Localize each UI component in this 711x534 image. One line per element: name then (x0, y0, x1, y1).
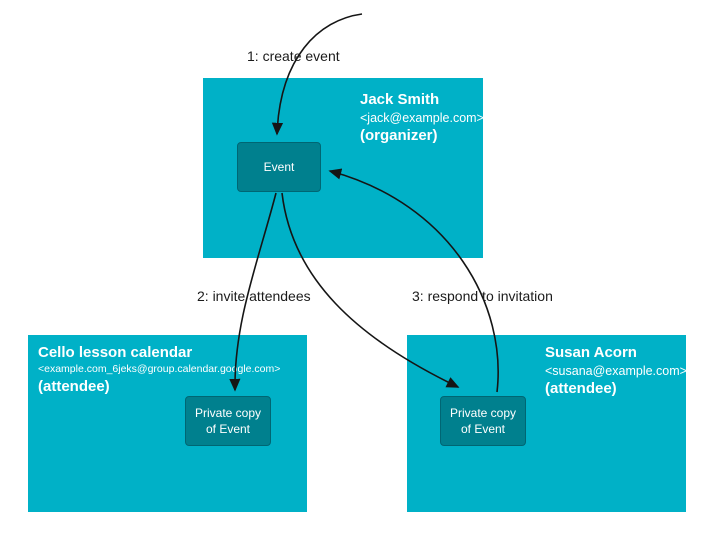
organizer-info: Jack Smith <jack@example.com> (organizer… (360, 90, 484, 146)
organizer-name: Jack Smith (360, 91, 440, 108)
cello-name: Cello lesson calendar (38, 344, 193, 361)
organizer-email: <jack@example.com> (360, 110, 484, 125)
step-label-invite-attendees: 2: invite attendees (197, 288, 311, 304)
step-label-create-event: 1: create event (247, 48, 340, 64)
event-node: Event (237, 142, 321, 192)
organizer-calendar-box: Jack Smith <jack@example.com> (organizer… (203, 78, 484, 258)
susan-email: <susana@example.com> (545, 363, 687, 378)
susan-name: Susan Acorn (545, 344, 637, 361)
organizer-role: (organizer) (360, 127, 438, 145)
susan-info: Susan Acorn <susana@example.com> (attend… (545, 343, 687, 399)
private-copy-node-cello: Private copy of Event (185, 396, 271, 446)
step-label-respond-invitation: 3: respond to invitation (412, 288, 553, 304)
cello-calendar-box: Cello lesson calendar <example.com_6jeks… (28, 335, 307, 512)
cello-info: Cello lesson calendar <example.com_6jeks… (38, 343, 280, 396)
cello-role: (attendee) (38, 377, 110, 395)
private-copy-node-susan: Private copy of Event (440, 396, 526, 446)
cello-email: <example.com_6jeks@group.calendar.google… (38, 362, 281, 375)
susan-calendar-box: Susan Acorn <susana@example.com> (attend… (407, 335, 687, 512)
susan-role: (attendee) (545, 380, 617, 398)
